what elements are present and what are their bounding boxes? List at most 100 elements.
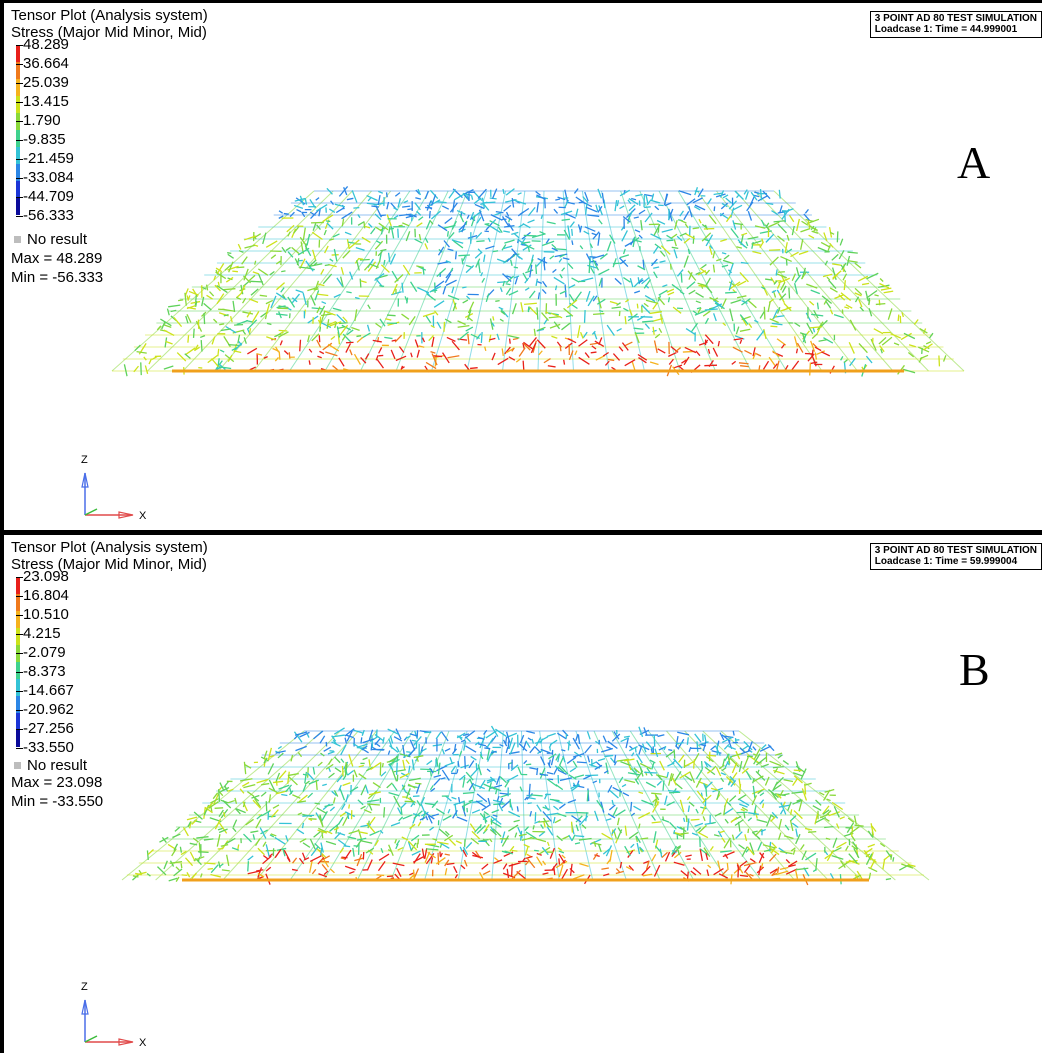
tensor-stroke <box>665 750 676 758</box>
tensor-stroke <box>738 798 750 806</box>
tensor-stroke <box>644 295 656 303</box>
tensor-stroke <box>713 834 720 837</box>
tensor-stroke <box>622 248 626 255</box>
tensor-stroke <box>415 782 422 785</box>
tensor-stroke <box>346 197 354 201</box>
tensor-stroke <box>321 863 328 871</box>
tensor-stroke <box>509 259 513 266</box>
viewport-panel-b[interactable]: Tensor Plot (Analysis system) Stress (Ma… <box>0 530 1042 1053</box>
tensor-stroke <box>829 242 834 248</box>
tensor-stroke <box>298 857 305 865</box>
tensor-stroke <box>613 754 617 764</box>
tensor-stroke <box>508 290 519 296</box>
legend-value: -9.835 <box>23 131 66 148</box>
tensor-stroke <box>671 845 677 855</box>
tensor-stroke <box>858 299 863 308</box>
tensor-stroke <box>675 347 682 353</box>
tensor-stroke <box>715 766 722 777</box>
tensor-stroke <box>686 818 690 831</box>
tensor-stroke <box>385 318 392 321</box>
tensor-stroke <box>744 349 752 355</box>
tensor-stroke <box>612 353 621 361</box>
tensor-stroke <box>338 322 348 325</box>
tensor-stroke <box>686 281 696 290</box>
tensor-stroke <box>214 284 221 292</box>
tensor-stroke <box>236 319 249 326</box>
tensor-stroke <box>770 790 778 801</box>
tensor-stroke <box>760 863 764 869</box>
tensor-stroke <box>343 187 348 196</box>
tensor-stroke <box>191 818 198 825</box>
tensor-stroke <box>795 828 799 837</box>
tensor-stroke <box>451 796 457 800</box>
tensor-stroke <box>923 343 933 351</box>
tensor-stroke <box>299 236 307 247</box>
tensor-stroke <box>757 789 763 795</box>
tensor-stroke <box>575 208 579 217</box>
tensor-stroke <box>333 789 339 797</box>
tensor-stroke <box>799 238 804 250</box>
tensor-stroke <box>234 797 238 804</box>
tensor-stroke <box>495 299 500 302</box>
tensor-stroke <box>829 287 838 293</box>
tensor-stroke <box>504 736 508 744</box>
tensor-stroke <box>262 855 272 865</box>
tensor-stroke <box>375 322 382 329</box>
tensor-stroke <box>257 847 265 856</box>
tensor-stroke <box>853 847 860 859</box>
tensor-stroke <box>216 284 228 294</box>
tensor-stroke <box>683 211 690 221</box>
tensor-stroke <box>849 826 860 835</box>
tensor-stroke <box>285 246 291 251</box>
tensor-stroke <box>502 280 506 287</box>
tensor-stroke <box>619 861 623 869</box>
tensor-stroke <box>356 336 364 343</box>
legend-value: -27.256 <box>23 720 74 737</box>
tensor-stroke <box>346 329 354 336</box>
tensor-stroke <box>653 223 661 236</box>
tensor-stroke <box>331 741 341 747</box>
tensor-stroke <box>578 339 588 347</box>
tensor-stroke <box>770 325 778 328</box>
tensor-stroke <box>528 306 538 316</box>
tensor-stroke <box>218 863 224 868</box>
legend-swatch <box>16 147 20 164</box>
tensor-stroke <box>393 769 406 773</box>
tensor-stroke <box>501 215 510 228</box>
tensor-stroke <box>317 761 323 767</box>
tensor-stroke <box>482 838 490 847</box>
tensor-stroke <box>558 850 565 854</box>
tensor-stroke <box>673 239 677 247</box>
tensor-stroke <box>348 804 351 809</box>
tensor-stroke <box>634 778 640 785</box>
tensor-stroke <box>741 806 749 812</box>
tensor-stroke <box>427 815 433 824</box>
tensor-stroke <box>557 196 566 201</box>
tensor-stroke <box>734 819 744 827</box>
tensor-stroke <box>436 765 448 772</box>
tensor-stroke <box>762 844 776 849</box>
tensor-stroke <box>421 337 426 343</box>
tensor-stroke <box>783 835 794 840</box>
tensor-stroke <box>550 755 555 766</box>
tensor-stroke <box>547 762 552 769</box>
tensor-stroke <box>845 845 849 851</box>
tensor-stroke <box>317 355 322 359</box>
tensor-stroke <box>601 192 605 204</box>
tensor-stroke <box>313 831 321 838</box>
tensor-stroke <box>565 314 572 318</box>
tensor-stroke <box>664 202 672 207</box>
tensor-stroke <box>825 837 831 841</box>
tensor-stroke <box>407 841 412 851</box>
tensor-stroke <box>873 328 884 335</box>
tensor-stroke <box>585 206 598 213</box>
tensor-stroke <box>773 280 778 285</box>
tensor-stroke <box>299 731 310 738</box>
tensor-stroke <box>759 189 763 201</box>
viewport-panel-a[interactable]: Tensor Plot (Analysis system) Stress (Ma… <box>0 0 1042 530</box>
tensor-stroke <box>456 735 463 739</box>
tensor-stroke <box>269 270 275 276</box>
tensor-stroke <box>794 322 801 327</box>
tensor-stroke <box>880 287 892 291</box>
tensor-stroke <box>925 341 932 345</box>
